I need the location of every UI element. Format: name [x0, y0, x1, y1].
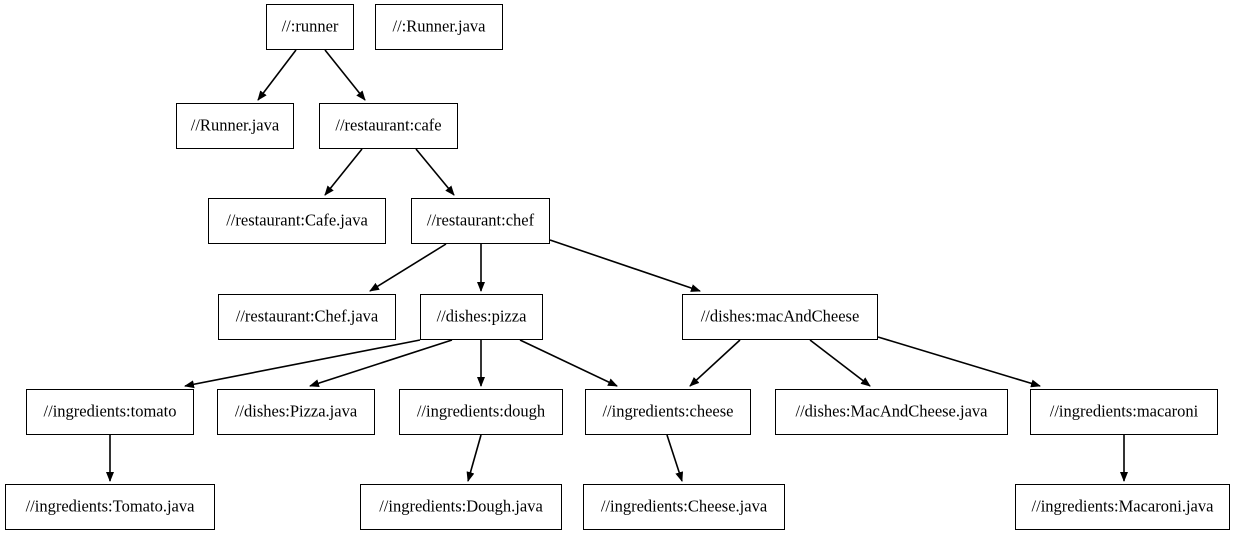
graph-node-label: //dishes:macAndCheese [700, 306, 860, 326]
graph-node-pizza_java[interactable]: //dishes:Pizza.java [217, 389, 375, 435]
graph-node-label: //restaurant:cafe [335, 115, 442, 135]
graph-node-cafe_java[interactable]: //restaurant:Cafe.java [208, 198, 386, 244]
graph-node-root_runner_java[interactable]: //:Runner.java [375, 4, 503, 50]
graph-node-chef_java[interactable]: //restaurant:Chef.java [218, 294, 396, 340]
graph-node-cafe[interactable]: //restaurant:cafe [319, 103, 458, 149]
graph-node-label: //dishes:pizza [436, 306, 527, 326]
graph-node-label: //:Runner.java [392, 16, 486, 36]
graph-node-macaroni[interactable]: //ingredients:macaroni [1030, 389, 1218, 435]
graph-node-label: //ingredients:Cheese.java [600, 496, 768, 516]
graph-node-dough_java[interactable]: //ingredients:Dough.java [360, 484, 562, 530]
graph-node-label: //ingredients:Dough.java [379, 496, 543, 516]
graph-node-runner[interactable]: //:runner [266, 4, 354, 50]
graph-node-macaroni_java[interactable]: //ingredients:Macaroni.java [1015, 484, 1230, 530]
graph-node-label: //ingredients:cheese [602, 401, 734, 421]
graph-node-tomato[interactable]: //ingredients:tomato [26, 389, 194, 435]
graph-node-label: //ingredients:Macaroni.java [1031, 496, 1214, 516]
graph-node-label: //dishes:Pizza.java [234, 401, 358, 421]
graph-node-pizza[interactable]: //dishes:pizza [420, 294, 543, 340]
graph-node-label: //ingredients:tomato [43, 401, 177, 421]
graph-node-dough[interactable]: //ingredients:dough [399, 389, 563, 435]
graph-node-label: //restaurant:Chef.java [235, 306, 379, 326]
graph-node-label: //Runner.java [190, 115, 280, 135]
graph-node-label: //restaurant:chef [426, 210, 535, 230]
graph-node-tomato_java[interactable]: //ingredients:Tomato.java [5, 484, 215, 530]
graph-node-cheese_java[interactable]: //ingredients:Cheese.java [583, 484, 785, 530]
graph-node-label: //ingredients:Tomato.java [25, 496, 195, 516]
graph-node-chef[interactable]: //restaurant:chef [411, 198, 550, 244]
graph-node-mac_cheese_java[interactable]: //dishes:MacAndCheese.java [775, 389, 1008, 435]
graph-node-mac_and_cheese[interactable]: //dishes:macAndCheese [682, 294, 878, 340]
graph-node-label: //restaurant:Cafe.java [226, 210, 368, 230]
graph-node-label: //:runner [281, 16, 339, 36]
graph-node-label: //dishes:MacAndCheese.java [795, 401, 988, 421]
graph-node-label: //ingredients:dough [416, 401, 546, 421]
graph-node-label: //ingredients:macaroni [1049, 401, 1199, 421]
graph-node-cheese[interactable]: //ingredients:cheese [585, 389, 751, 435]
graph-node-runner_java[interactable]: //Runner.java [176, 103, 294, 149]
